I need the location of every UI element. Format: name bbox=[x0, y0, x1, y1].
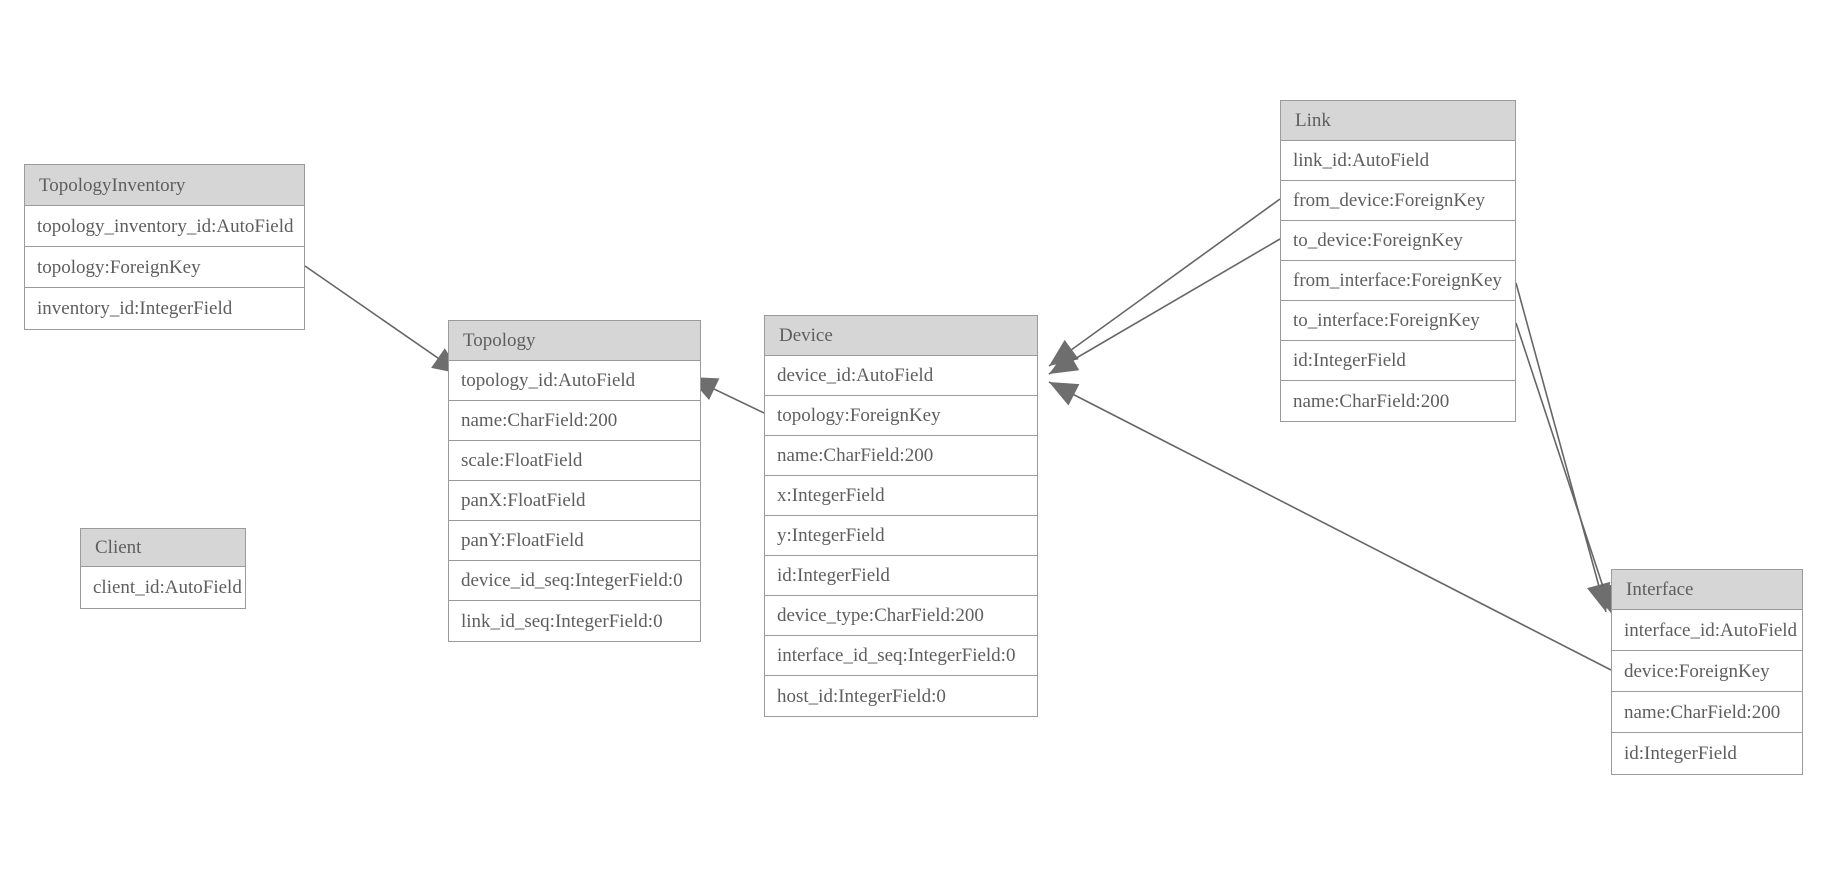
relationship-line bbox=[1515, 282, 1607, 613]
entity-field-row[interactable]: interface_id:AutoField bbox=[1612, 610, 1802, 651]
entity-title-client: Client bbox=[81, 529, 245, 567]
entity-field-row[interactable]: topology:ForeignKey bbox=[765, 396, 1037, 436]
entity-field-row[interactable]: name:CharField:200 bbox=[1612, 692, 1802, 733]
entity-field-row[interactable]: topology:ForeignKey bbox=[25, 247, 304, 288]
entity-field-row[interactable]: device:ForeignKey bbox=[1612, 651, 1802, 692]
entity-field-row[interactable]: name:CharField:200 bbox=[449, 401, 700, 441]
rel-link-to-interface bbox=[1515, 322, 1615, 615]
entity-field-row[interactable]: link_id:AutoField bbox=[1281, 141, 1515, 181]
relationship-arrowhead bbox=[1049, 349, 1080, 374]
entity-field-row[interactable]: x:IntegerField bbox=[765, 476, 1037, 516]
entity-title-topology_inventory: TopologyInventory bbox=[25, 165, 304, 206]
entity-field-row[interactable]: id:IntegerField bbox=[1281, 341, 1515, 381]
entity-field-row[interactable]: id:IntegerField bbox=[765, 556, 1037, 596]
rel-link-from-device bbox=[1048, 198, 1281, 367]
entity-field-row[interactable]: host_id:IntegerField:0 bbox=[765, 676, 1037, 716]
entity-field-row[interactable]: inventory_id:IntegerField bbox=[25, 288, 304, 329]
relationship-line bbox=[1048, 238, 1281, 375]
relationship-line bbox=[304, 265, 462, 375]
entity-field-row[interactable]: device_id_seq:IntegerField:0 bbox=[449, 561, 700, 601]
entity-title-link: Link bbox=[1281, 101, 1515, 141]
entity-field-row[interactable]: device_type:CharField:200 bbox=[765, 596, 1037, 636]
relationship-arrowhead bbox=[1049, 382, 1080, 406]
entity-title-topology: Topology bbox=[449, 321, 700, 361]
relationship-line bbox=[1515, 322, 1613, 615]
rel-topologyinventory-topology bbox=[304, 265, 462, 375]
entity-field-row[interactable]: topology_id:AutoField bbox=[449, 361, 700, 401]
relationship-arrowhead bbox=[1049, 339, 1079, 366]
entity-field-row[interactable]: name:CharField:200 bbox=[1281, 381, 1515, 421]
entity-field-row[interactable]: panX:FloatField bbox=[449, 481, 700, 521]
entity-field-row[interactable]: panY:FloatField bbox=[449, 521, 700, 561]
entity-field-row[interactable]: interface_id_seq:IntegerField:0 bbox=[765, 636, 1037, 676]
entity-field-row[interactable]: scale:FloatField bbox=[449, 441, 700, 481]
rel-link-from-interface bbox=[1515, 282, 1611, 613]
entity-field-row[interactable]: topology_inventory_id:AutoField bbox=[25, 206, 304, 247]
entity-field-row[interactable]: device_id:AutoField bbox=[765, 356, 1037, 396]
entity-field-row[interactable]: to_interface:ForeignKey bbox=[1281, 301, 1515, 341]
entity-field-row[interactable]: client_id:AutoField bbox=[81, 567, 245, 608]
entity-title-interface: Interface bbox=[1612, 570, 1802, 610]
entity-field-row[interactable]: from_interface:ForeignKey bbox=[1281, 261, 1515, 301]
relationship-line bbox=[1048, 381, 1612, 671]
rel-link-to-device bbox=[1048, 238, 1281, 375]
entity-field-row[interactable]: link_id_seq:IntegerField:0 bbox=[449, 601, 700, 641]
relationship-line bbox=[1048, 198, 1281, 367]
entity-field-row[interactable]: name:CharField:200 bbox=[765, 436, 1037, 476]
entity-field-row[interactable]: from_device:ForeignKey bbox=[1281, 181, 1515, 221]
entity-title-device: Device bbox=[765, 316, 1037, 356]
entity-field-row[interactable]: y:IntegerField bbox=[765, 516, 1037, 556]
entity-field-row[interactable]: to_device:ForeignKey bbox=[1281, 221, 1515, 261]
entity-field-row[interactable]: id:IntegerField bbox=[1612, 733, 1802, 774]
